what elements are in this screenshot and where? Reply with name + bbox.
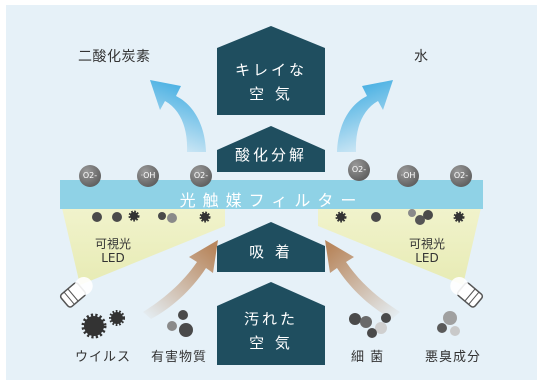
output-arrow-right: [337, 80, 393, 152]
virus-particle: [335, 211, 347, 223]
particle-dot: [423, 210, 433, 220]
clean-air-label: キレイな 空 気: [217, 58, 325, 106]
output-water-label: 水: [414, 49, 429, 65]
intake-arrow-left: [143, 240, 218, 319]
particle-dot: [92, 212, 102, 222]
particle-dot: [415, 215, 425, 225]
molecule-icon: ·OH: [397, 165, 419, 187]
dirty-air-line1: 汚れた: [243, 310, 298, 328]
led-label-left-line2: LED: [101, 251, 125, 265]
particle-dot: [371, 212, 381, 222]
adsorption-label: 吸 着: [249, 243, 293, 261]
pollutant-label-harmful: 有害物質: [151, 350, 208, 365]
virus-particle: [128, 210, 140, 222]
molecule-icon: O2-: [190, 165, 212, 187]
bacteria-icon: [349, 313, 391, 338]
led-label-left-line1: 可視光: [94, 237, 131, 251]
led-label-left: 可視光 LED: [88, 237, 138, 265]
led-light-right: [318, 208, 481, 285]
virus-particle: [453, 211, 465, 223]
led-light-left: [62, 208, 225, 285]
column-bottom: [217, 282, 325, 365]
pollutant-label-odor: 悪臭成分: [425, 350, 482, 365]
led-label-right-line2: LED: [415, 251, 439, 265]
led-label-right: 可視光 LED: [402, 237, 452, 265]
odor-icon: [437, 311, 460, 336]
output-co2-label: 二酸化炭素: [78, 49, 151, 65]
particle-dot: [408, 209, 416, 217]
virus-particle: [199, 211, 211, 223]
dirty-air-line2: 空 気: [249, 334, 293, 352]
column-adsorption: [217, 222, 325, 272]
particle-dot: [112, 212, 122, 222]
clean-air-line2: 空 気: [249, 85, 293, 103]
led-label-right-line1: 可視光: [408, 237, 445, 251]
intake-arrow-right: [325, 240, 400, 319]
oxidation-label: 酸化分解: [234, 146, 307, 164]
molecule-icon: O2-: [450, 165, 472, 187]
clean-air-line1: キレイな: [234, 61, 307, 79]
pollutant-label-virus: ウイルス: [75, 350, 132, 365]
trapped-particles: [92, 209, 465, 225]
filter-label: 光触媒フィルター: [179, 191, 364, 210]
molecule-icon: O2-: [79, 165, 101, 187]
column-oxidation: [217, 126, 325, 172]
particle-dot: [167, 213, 177, 223]
molecule-icon: O2-: [348, 159, 370, 181]
column-top: [217, 26, 325, 115]
pollutant-label-bacteria: 細 菌: [351, 350, 385, 365]
dirty-air-label: 汚れた 空 気: [217, 307, 325, 355]
harmful-substance-icon: [167, 310, 193, 337]
particle-dot: [158, 212, 166, 220]
led-lamp-left: [59, 277, 93, 308]
led-lamp-right: [450, 277, 484, 308]
molecule-icon: ·OH: [137, 165, 159, 187]
output-arrow-left: [150, 80, 206, 152]
virus-icon: [81, 310, 125, 339]
